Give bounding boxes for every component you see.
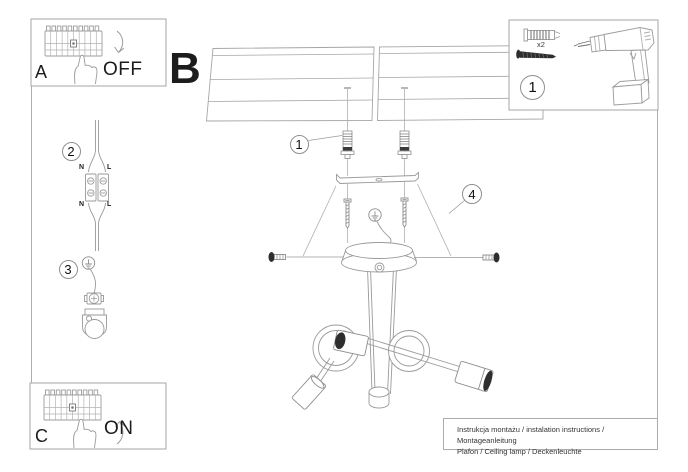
callout-4-leader <box>448 200 465 214</box>
wall-plug-icon <box>523 28 561 42</box>
footer-line-1: Instrukcja montażu / instalation instruc… <box>457 425 605 445</box>
arrow-up-icon <box>115 421 126 445</box>
callout-1-leader <box>308 135 343 141</box>
mounting-bracket <box>336 171 419 184</box>
panel-a-letter: A <box>35 62 48 82</box>
section-b-letter: B <box>169 44 201 93</box>
footer-title-box: Instrukcja montażu / instalation instruc… <box>443 418 658 456</box>
footer-line-2: Plafon / Ceiling lamp / Deckenleuchte <box>457 447 582 456</box>
alignment-lines <box>302 89 452 257</box>
lamp-socket-right <box>454 360 494 393</box>
alignment-callout-badge: 4 <box>462 184 482 204</box>
wire-label-l-top: L <box>107 164 112 171</box>
off-label: OFF <box>103 59 143 80</box>
long-screw-icon <box>516 49 557 59</box>
side-screw-left <box>268 252 344 262</box>
step2-wiring-diagram <box>85 120 109 251</box>
step3-number-badge: 3 <box>58 259 78 279</box>
anchor-quantity-label: x2 <box>537 40 545 49</box>
canopy <box>341 242 417 273</box>
panel-c-artwork <box>29 382 167 450</box>
ground-wire <box>376 221 392 243</box>
anchor-callout-badge: 1 <box>289 135 309 154</box>
lamp-socket-center <box>333 329 369 357</box>
step3-grounding-diagram <box>81 256 107 339</box>
step2-number-badge: 2 <box>61 141 81 161</box>
wire-label-n-bottom: N <box>79 201 85 208</box>
ceiling-lamp <box>291 324 494 410</box>
panel-a-artwork <box>30 18 167 87</box>
wire-label-n-top: N <box>79 164 85 171</box>
arrow-down-icon <box>114 30 125 53</box>
ceiling-panels <box>206 45 544 122</box>
lamp-rods <box>367 267 397 395</box>
on-label: ON <box>104 418 134 439</box>
lamp-socket-lower-left <box>291 374 327 410</box>
wire-label-l-bottom: L <box>107 201 112 208</box>
toolbox-artwork <box>508 19 659 111</box>
side-screw-right <box>414 252 500 263</box>
toolbox-number-badge: 1 <box>520 75 545 100</box>
panel-c-letter: C <box>35 426 48 446</box>
drill-icon <box>573 27 655 106</box>
